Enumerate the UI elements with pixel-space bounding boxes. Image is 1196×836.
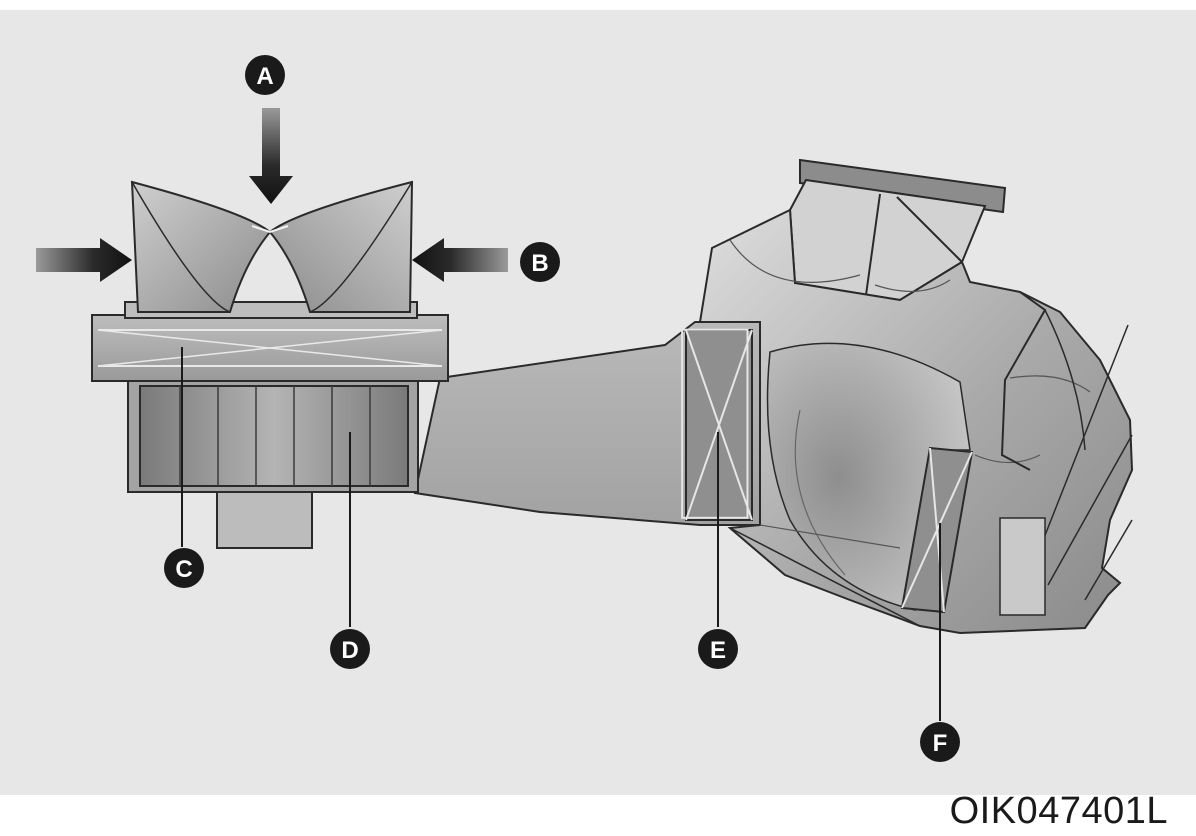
evaporator-core [681, 328, 753, 521]
recirculated-air-arrow-left [412, 238, 508, 282]
blower-motor [216, 489, 313, 549]
callout-d: D [330, 629, 370, 669]
intake-hopper [124, 180, 418, 319]
blower-fan [139, 385, 409, 487]
callout-c: C [164, 548, 204, 588]
heater-core [900, 446, 974, 614]
top-outlet-flange [799, 158, 1007, 214]
svg-text:C: C [175, 556, 192, 583]
callout-a: A [245, 55, 285, 95]
fresh-air-arrow-down [249, 108, 293, 204]
svg-text:B: B [531, 250, 548, 277]
air-filter [91, 314, 449, 382]
callout-f: F [920, 722, 960, 762]
callout-b: B [520, 242, 560, 282]
svg-text:F: F [933, 730, 948, 757]
svg-text:A: A [256, 63, 273, 90]
callout-e: E [698, 629, 738, 669]
svg-text:D: D [341, 637, 358, 664]
fresh-air-arrow-right [36, 238, 132, 282]
figure-code: OIK047401L [949, 790, 1168, 832]
svg-text:E: E [710, 637, 726, 664]
